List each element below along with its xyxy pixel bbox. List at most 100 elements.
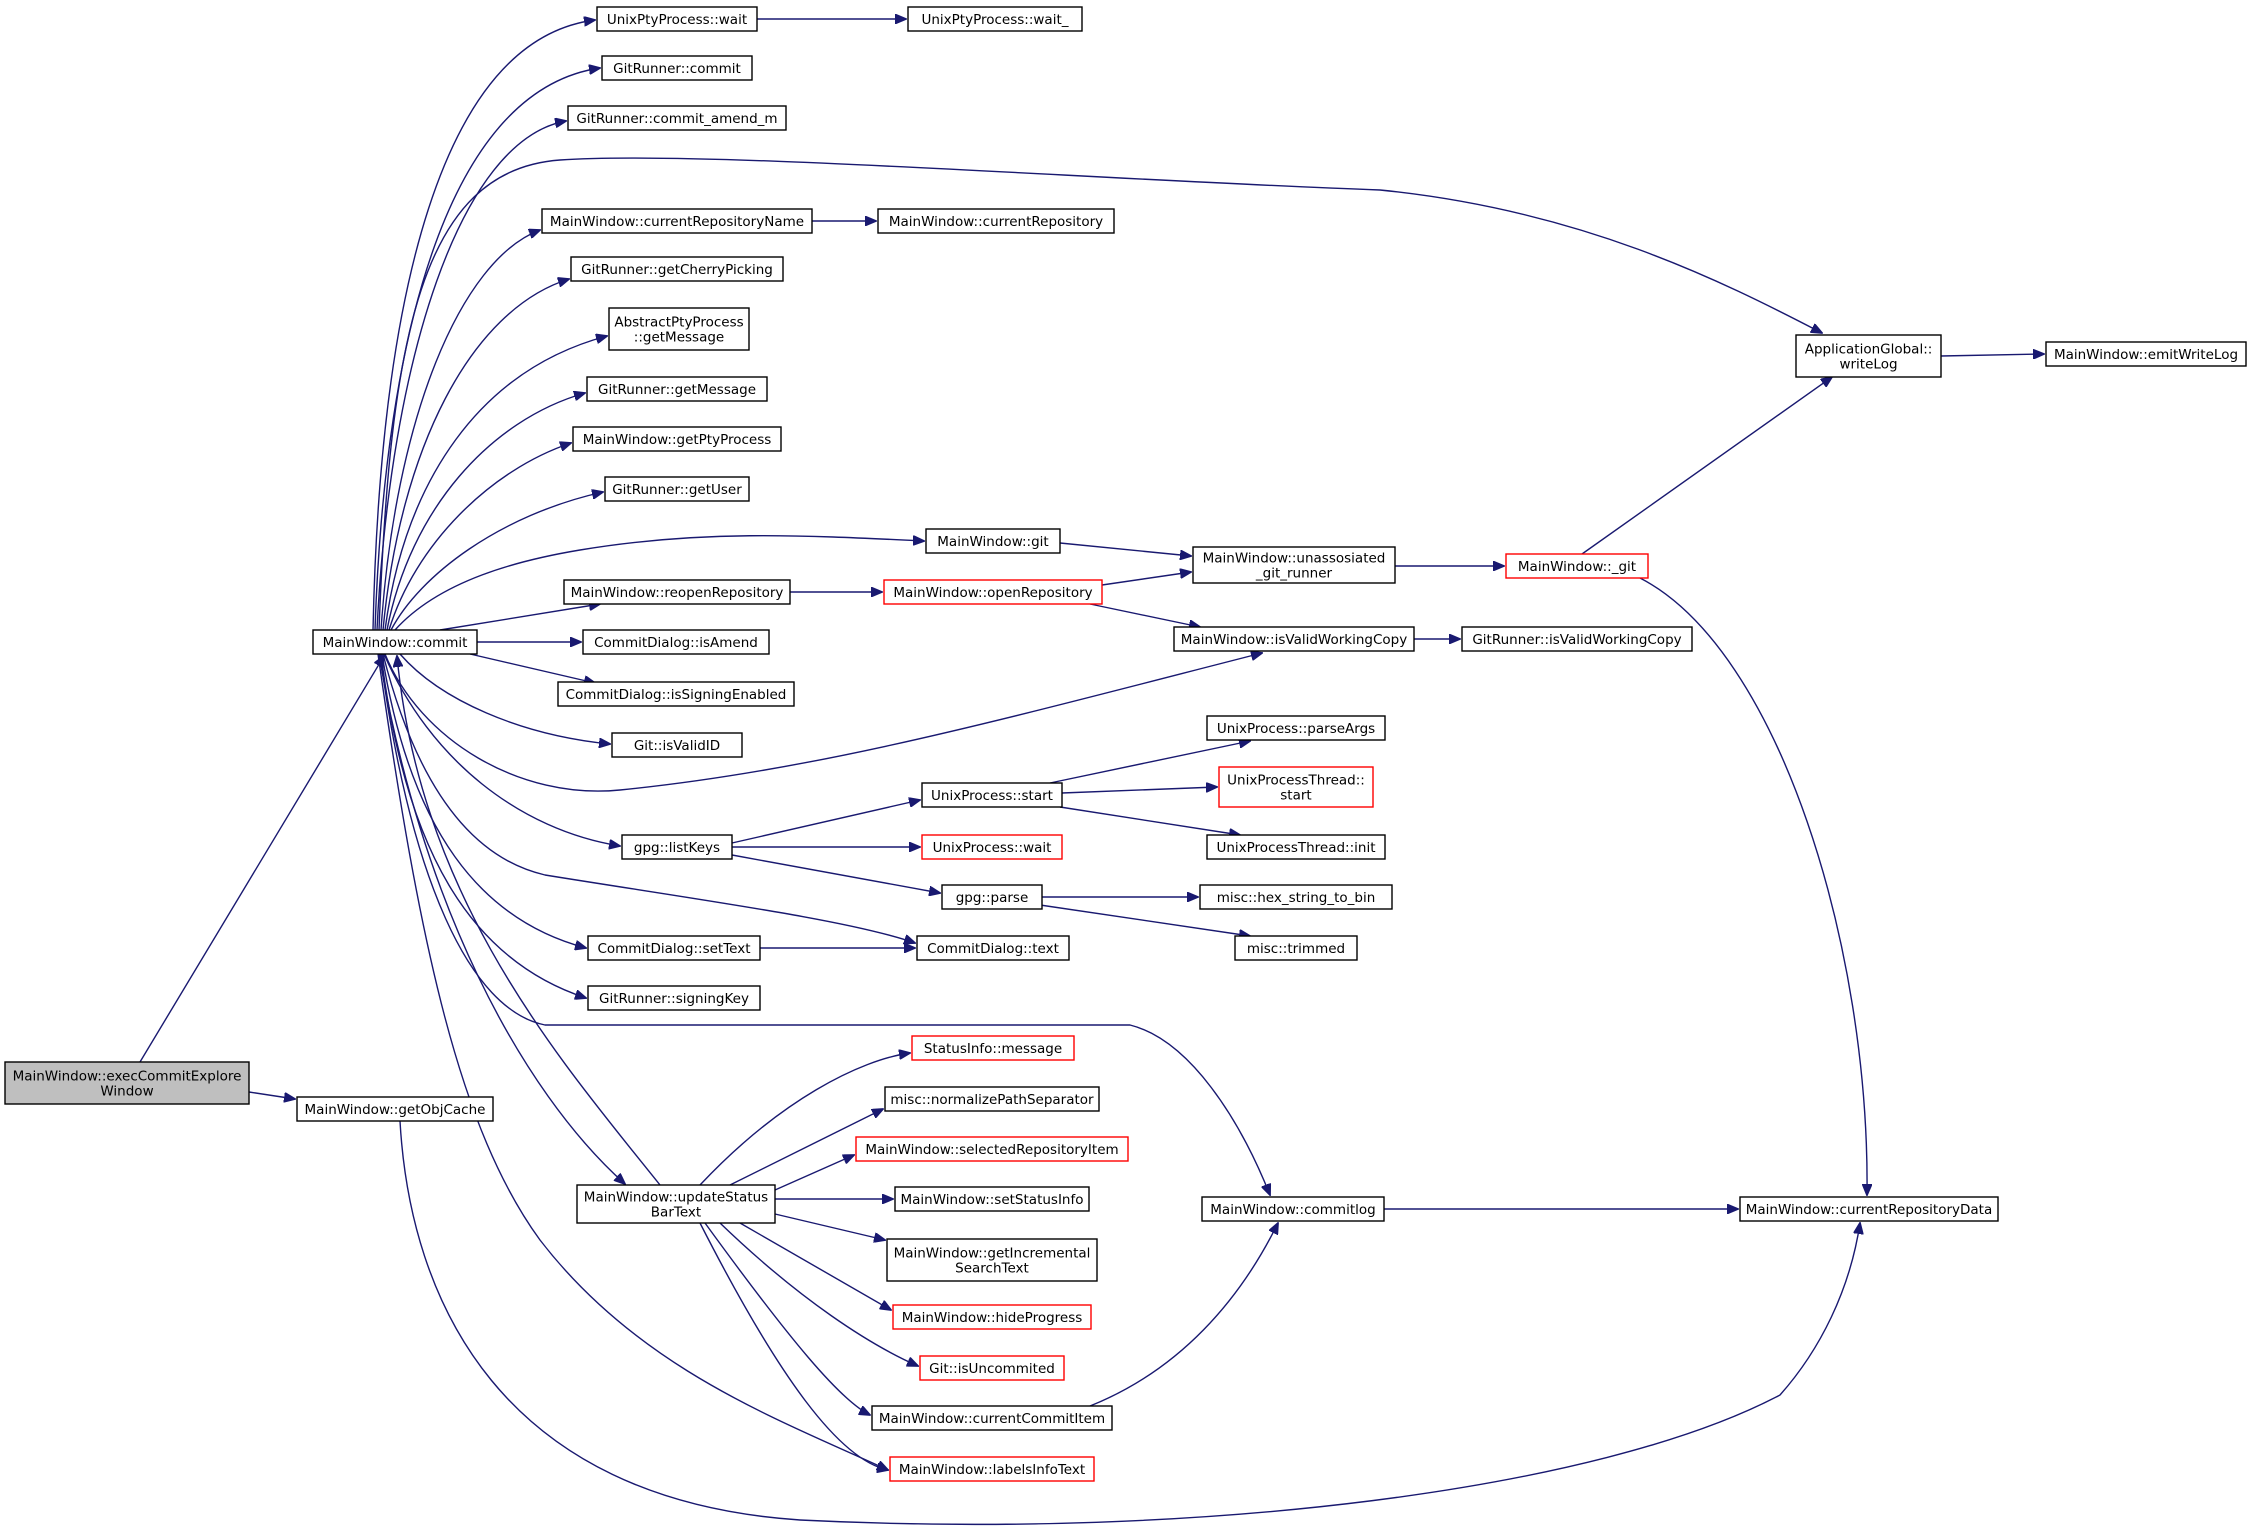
node-label: gpg::parse: [956, 890, 1029, 906]
edge-commit-to-cdText: [382, 653, 915, 943]
node-label: _git_runner: [1255, 566, 1333, 582]
node-label: gpg::listKeys: [634, 840, 720, 856]
node-isSigning[interactable]: CommitDialog::isSigningEnabled: [557, 681, 795, 707]
edge-mw_git-to-curRepoData: [1639, 577, 1867, 1195]
node-label: MainWindow::labelsInfoText: [899, 1462, 1085, 1478]
node-parseArgs[interactable]: UnixProcess::parseArgs: [1206, 715, 1386, 741]
node-selRepoItem[interactable]: MainWindow::selectedRepositoryItem: [855, 1136, 1129, 1162]
node-writeLog[interactable]: ApplicationGlobal::writeLog: [1795, 334, 1942, 378]
node-gitCommitAmend[interactable]: GitRunner::commit_amend_m: [567, 105, 787, 131]
node-isAmend[interactable]: CommitDialog::isAmend: [582, 629, 770, 655]
node-cdText[interactable]: CommitDialog::text: [916, 935, 1070, 961]
node-gitIsValidWC[interactable]: GitRunner::isValidWorkingCopy: [1461, 626, 1693, 652]
edge-commit-to-gitCommit: [374, 68, 600, 631]
node-unassoc[interactable]: MainWindow::unassosiated_git_runner: [1192, 546, 1396, 584]
node-gitGetMsg[interactable]: GitRunner::getMessage: [586, 376, 768, 402]
node-label: CommitDialog::text: [927, 941, 1059, 957]
node-emitWriteLog[interactable]: MainWindow::emitWriteLog: [2045, 341, 2247, 367]
node-box: [601, 55, 753, 81]
node-listKeys[interactable]: gpg::listKeys: [621, 834, 733, 860]
node-curRepo[interactable]: MainWindow::currentRepository: [877, 208, 1115, 234]
node-box: [604, 476, 750, 502]
node-box: [611, 732, 743, 758]
node-curCommitItem[interactable]: MainWindow::currentCommitItem: [871, 1405, 1113, 1431]
node-getCherry[interactable]: GitRunner::getCherryPicking: [570, 256, 784, 282]
node-box: [1234, 935, 1358, 961]
node-setStatusInfo[interactable]: MainWindow::setStatusInfo: [894, 1186, 1090, 1212]
node-trimmed[interactable]: misc::trimmed: [1234, 935, 1358, 961]
node-commitlog[interactable]: MainWindow::commitlog: [1201, 1196, 1385, 1222]
node-getObjCache[interactable]: MainWindow::getObjCache: [296, 1096, 494, 1122]
node-box: [596, 6, 758, 32]
node-gitCommit[interactable]: GitRunner::commit: [601, 55, 753, 81]
node-label: MainWindow::unassosiated: [1203, 551, 1386, 567]
node-box: [541, 208, 813, 234]
node-label: CommitDialog::setText: [597, 941, 750, 957]
node-openRepo[interactable]: MainWindow::openRepository: [883, 579, 1103, 605]
node-unixPtyWait_[interactable]: UnixPtyProcess::wait_: [907, 6, 1083, 32]
node-uptStart[interactable]: UnixProcessThread::start: [1218, 766, 1374, 808]
node-curRepoName[interactable]: MainWindow::currentRepositoryName: [541, 208, 813, 234]
node-label: MainWindow::getIncremental: [894, 1246, 1091, 1262]
node-getPty[interactable]: MainWindow::getPtyProcess: [572, 426, 782, 452]
node-upStart[interactable]: UnixProcess::start: [921, 782, 1063, 808]
node-setText[interactable]: CommitDialog::setText: [587, 935, 761, 961]
node-box: [1192, 546, 1396, 584]
node-label: UnixProcess::start: [931, 788, 1053, 804]
node-label: GitRunner::commit: [613, 61, 741, 77]
node-unixPtyWait[interactable]: UnixPtyProcess::wait: [596, 6, 758, 32]
edge-listKeys-to-upStart: [731, 800, 920, 844]
node-label: CommitDialog::isSigningEnabled: [566, 687, 787, 703]
node-reopenRepo[interactable]: MainWindow::reopenRepository: [563, 579, 791, 605]
edge-commit-to-absGetMsg: [384, 336, 607, 631]
node-hideProgress[interactable]: MainWindow::hideProgress: [892, 1304, 1092, 1330]
node-label: MainWindow::emitWriteLog: [2054, 347, 2238, 363]
node-labelsInfo[interactable]: MainWindow::labelsInfoText: [889, 1456, 1095, 1482]
node-signingKey[interactable]: GitRunner::signingKey: [587, 985, 761, 1011]
node-gitIsValidID[interactable]: Git::isValidID: [611, 732, 743, 758]
nodes-layer: MainWindow::execCommitExploreWindowMainW…: [4, 6, 2247, 1482]
node-uptInit[interactable]: UnixProcessThread::init: [1206, 834, 1386, 860]
node-label: UnixProcessThread::: [1227, 773, 1365, 789]
node-label: start: [1280, 788, 1311, 804]
edge-updStatus-to-curCommitItem: [704, 1222, 870, 1415]
node-label: GitRunner::signingKey: [599, 991, 749, 1007]
edge-updStatus-to-labelsInfo: [699, 1222, 888, 1470]
node-mw_git[interactable]: MainWindow::_git: [1505, 553, 1649, 579]
node-label: UnixProcess::wait: [933, 840, 1052, 856]
node-box: [855, 1136, 1129, 1162]
node-label: Window: [100, 1084, 153, 1100]
node-label: MainWindow::setStatusInfo: [900, 1192, 1083, 1208]
node-label: MainWindow::getPtyProcess: [583, 432, 772, 448]
node-mwGit[interactable]: MainWindow::git: [925, 528, 1061, 554]
node-box: [4, 1061, 250, 1105]
node-upWait[interactable]: UnixProcess::wait: [921, 834, 1063, 860]
node-normPath[interactable]: misc::normalizePathSeparator: [884, 1086, 1100, 1112]
node-isValidWC[interactable]: MainWindow::isValidWorkingCopy: [1173, 626, 1415, 652]
edge-mwGit-to-unassoc: [1059, 542, 1191, 556]
node-hexToBin[interactable]: misc::hex_string_to_bin: [1199, 884, 1393, 910]
node-label: UnixProcessThread::init: [1216, 840, 1375, 856]
node-gpgParse[interactable]: gpg::parse: [941, 884, 1043, 910]
node-siMessage[interactable]: StatusInfo::message: [911, 1035, 1075, 1061]
node-label: MainWindow::commit: [323, 635, 468, 651]
edge-upStart-to-uptStart: [1061, 787, 1217, 794]
node-label: MainWindow::selectedRepositoryItem: [865, 1142, 1118, 1158]
node-box: [916, 935, 1070, 961]
node-label: MainWindow::updateStatus: [584, 1190, 768, 1206]
edge-upStart-to-uptInit: [1059, 806, 1240, 835]
node-label: MainWindow::currentCommitItem: [879, 1411, 1105, 1427]
node-commit[interactable]: MainWindow::commit: [312, 629, 478, 655]
node-box: [557, 681, 795, 707]
node-isUncommited[interactable]: Git::isUncommited: [919, 1355, 1065, 1381]
node-box: [1795, 334, 1942, 378]
node-label: CommitDialog::isAmend: [594, 635, 758, 651]
node-getUser[interactable]: GitRunner::getUser: [604, 476, 750, 502]
node-box: [889, 1456, 1095, 1482]
node-absGetMsg[interactable]: AbstractPtyProcess::getMessage: [608, 307, 750, 351]
node-curRepoData[interactable]: MainWindow::currentRepositoryData: [1739, 1196, 1999, 1222]
edge-commit-to-setText: [381, 653, 586, 948]
